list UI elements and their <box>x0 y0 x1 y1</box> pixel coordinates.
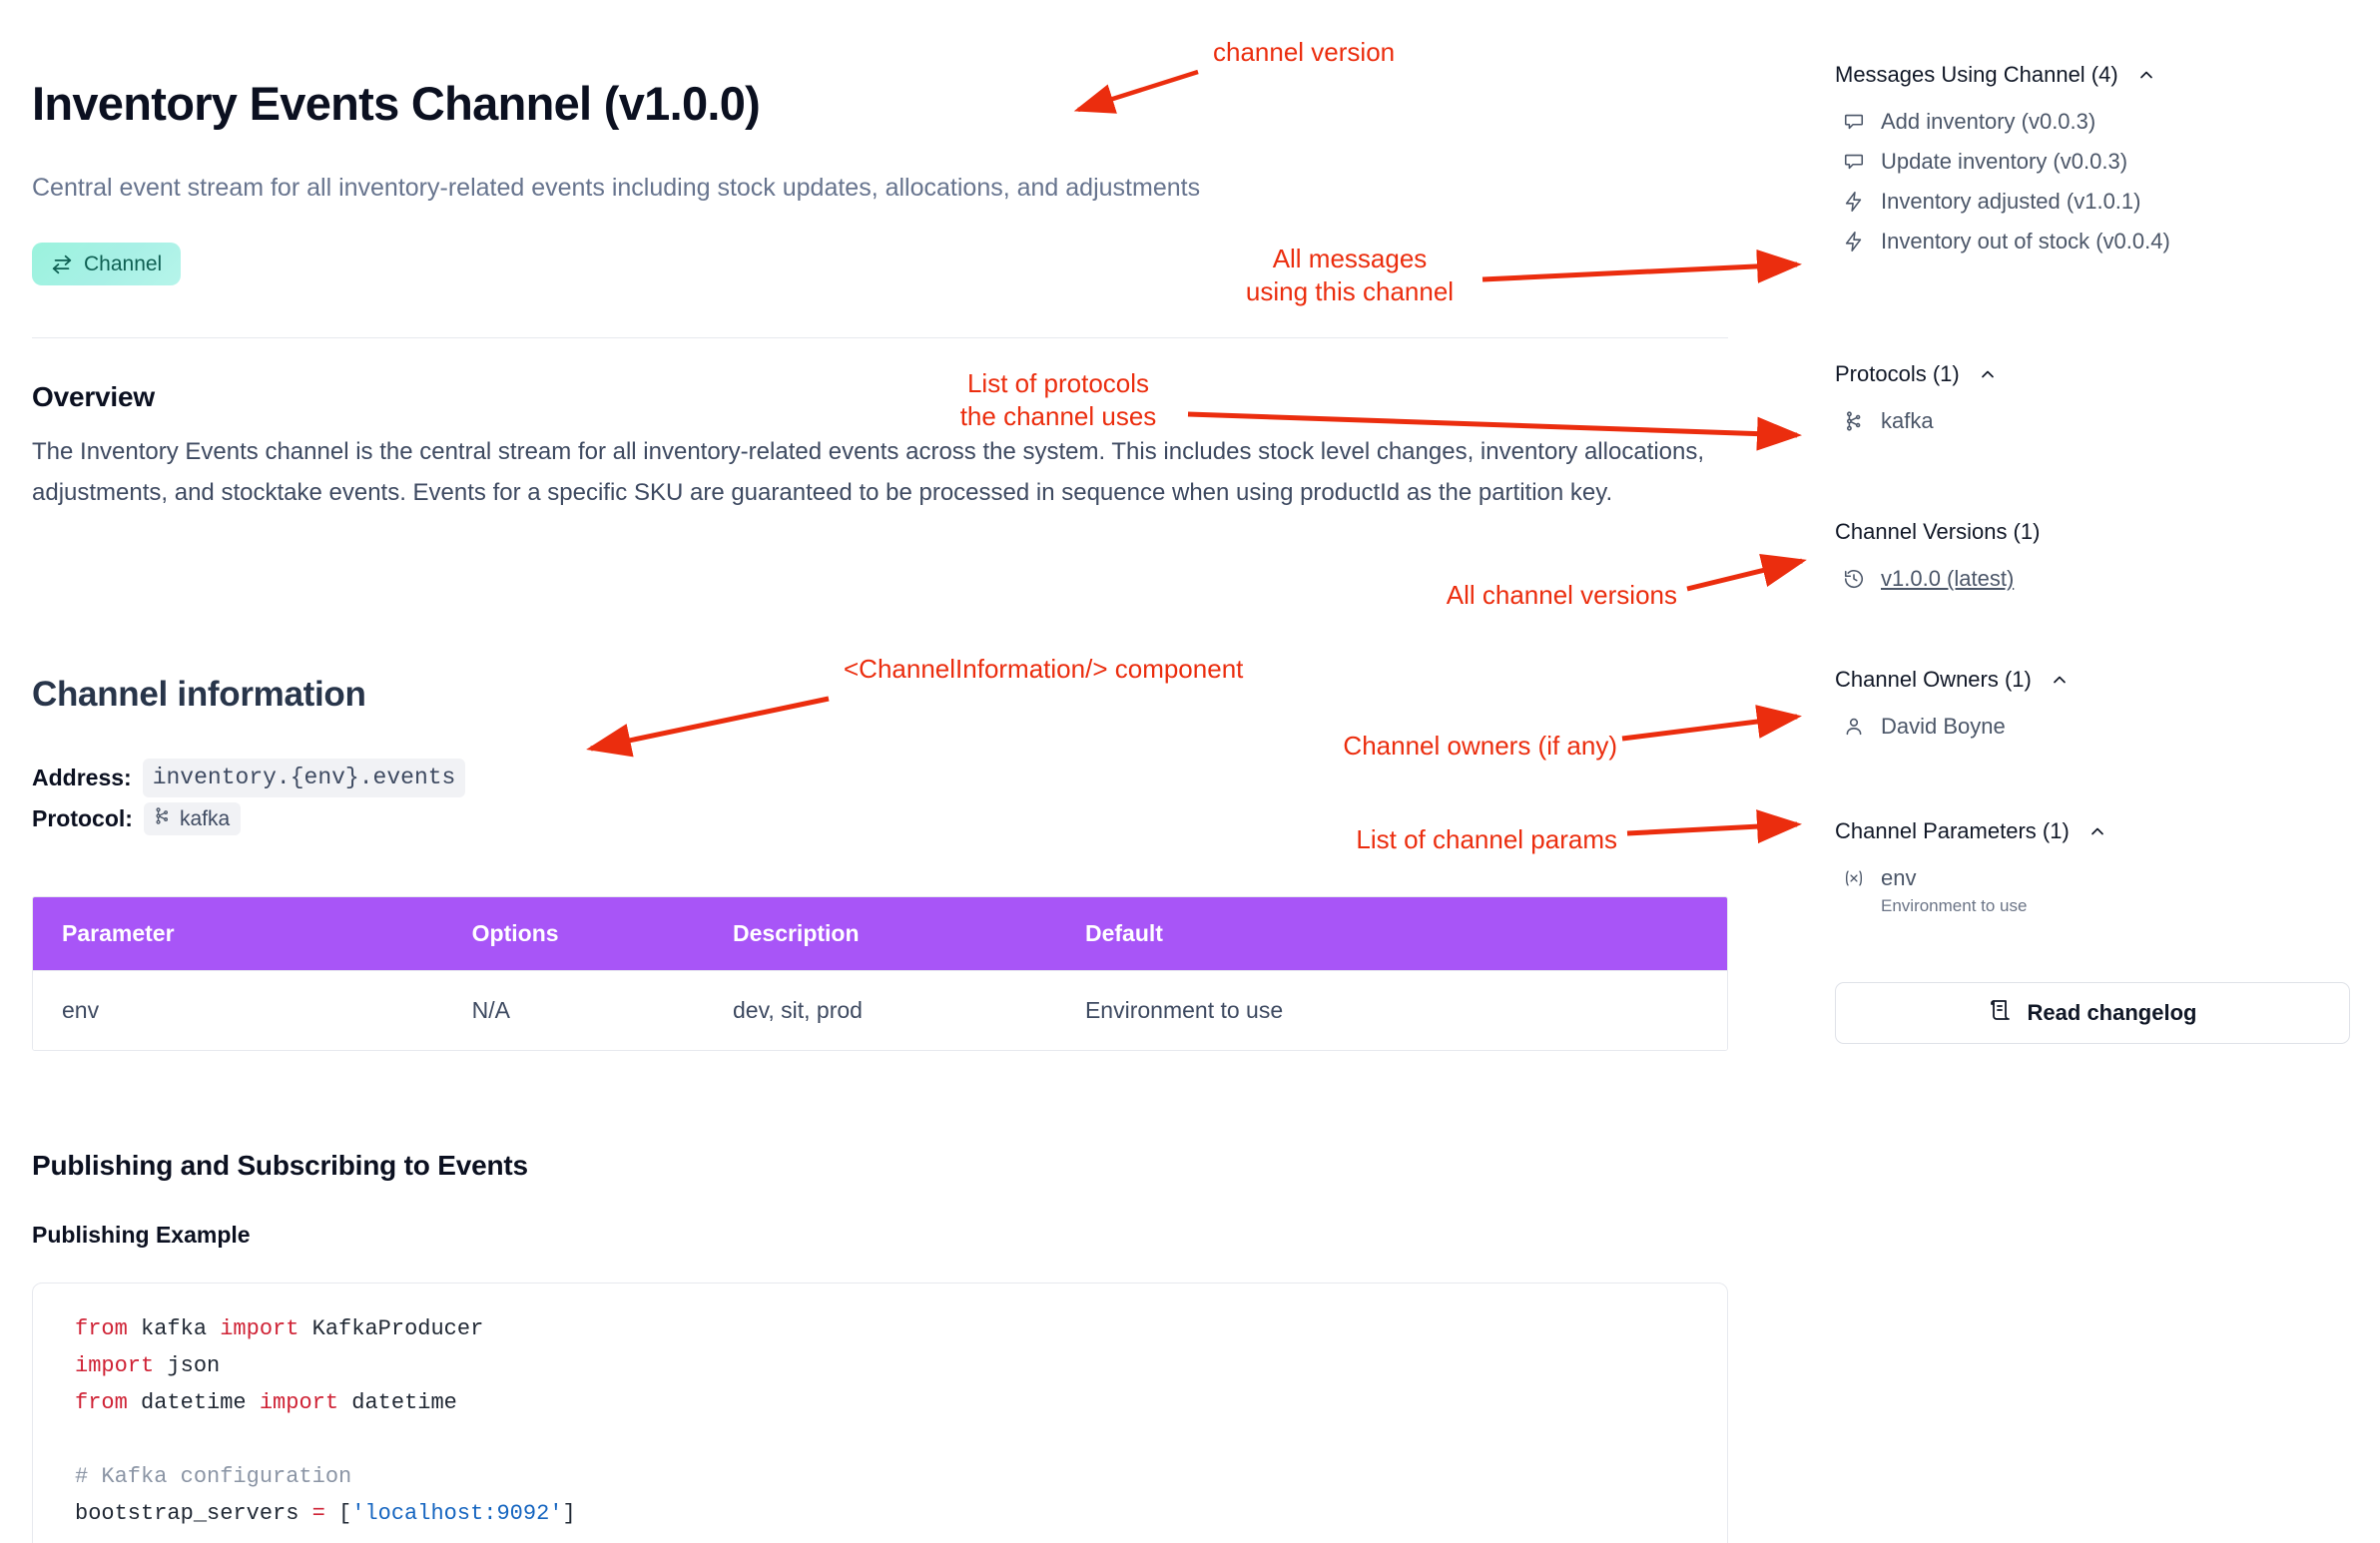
sidebar-section-protocols: Protocols (1) kafka <box>1835 361 2350 441</box>
annotation-channel-information-component: <ChannelInformation/> component <box>844 654 1244 684</box>
versions-section-header[interactable]: Channel Versions (1) <box>1835 519 2350 545</box>
message-item-label: Inventory adjusted (v1.0.1) <box>1881 189 2141 214</box>
annotation-channel-version: channel version <box>1213 37 1396 67</box>
version-item-v100[interactable]: v1.0.0 (latest) <box>1835 559 2350 599</box>
kafka-nodes-icon <box>153 806 172 831</box>
cell-options: N/A <box>442 970 704 1050</box>
chevron-up-icon[interactable] <box>2050 670 2070 690</box>
protocols-section-title: Protocols (1) <box>1835 361 1960 386</box>
exchange-arrows-icon <box>51 254 73 275</box>
overview-heading: Overview <box>32 381 155 412</box>
sidebar-section-messages: Messages Using Channel (4) Add inventory… <box>1835 62 2350 261</box>
channel-protocol-chip: kafka <box>143 802 242 835</box>
channel-type-badge: Channel <box>32 243 182 285</box>
publishing-subheading: Publishing Example <box>32 1222 251 1248</box>
annotation-all-messages: All messages using this channel <box>1245 244 1455 307</box>
channel-parameters-table: Parameter Options Description Default en… <box>32 896 1728 1051</box>
message-item-inventory-out-of-stock[interactable]: Inventory out of stock (v0.0.4) <box>1835 222 2350 261</box>
channel-information-heading: Channel information <box>32 675 366 714</box>
table-header-options: Options <box>442 897 704 971</box>
owners-section-title: Channel Owners (1) <box>1835 667 2032 692</box>
variable-x-icon <box>1841 867 1867 889</box>
cell-description: dev, sit, prod <box>704 970 1056 1050</box>
messages-section-title: Messages Using Channel (4) <box>1835 62 2118 87</box>
main-content: Inventory Events Channel (v1.0.0) Centra… <box>32 0 1761 1543</box>
parameters-section-title: Channel Parameters (1) <box>1835 818 2070 843</box>
chevron-up-icon[interactable] <box>1978 364 1998 384</box>
table-header-parameter: Parameter <box>33 897 443 971</box>
code-content: from kafka import KafkaProducer import j… <box>75 1316 576 1526</box>
table-header-default: Default <box>1055 897 1727 971</box>
user-icon <box>1841 716 1867 738</box>
message-bubble-icon <box>1841 151 1867 173</box>
header-divider <box>32 337 1728 338</box>
annotation-list-of-protocols: List of protocols the channel uses <box>959 368 1157 432</box>
parameters-section-header[interactable]: Channel Parameters (1) <box>1835 818 2350 844</box>
sidebar-section-parameters: Channel Parameters (1) env Environment t… <box>1835 818 2350 916</box>
overview-body: The Inventory Events channel is the cent… <box>32 438 1705 507</box>
lightning-bolt-icon <box>1841 191 1867 213</box>
right-sidebar: Messages Using Channel (4) Add inventory… <box>1835 0 2350 1543</box>
channel-address-label: Address: <box>32 764 132 790</box>
kafka-nodes-icon <box>1841 410 1867 432</box>
read-changelog-button[interactable]: Read changelog <box>1835 982 2350 1044</box>
message-item-label: Update inventory (v0.0.3) <box>1881 149 2128 174</box>
parameter-item-env[interactable]: env <box>1835 858 2350 898</box>
channel-address-row: Address: inventory.{env}.events <box>32 759 466 797</box>
chevron-up-icon[interactable] <box>2136 65 2156 85</box>
message-item-update-inventory[interactable]: Update inventory (v0.0.3) <box>1835 142 2350 182</box>
message-item-inventory-adjusted[interactable]: Inventory adjusted (v1.0.1) <box>1835 182 2350 222</box>
page-title: Inventory Events Channel (v1.0.0) <box>32 77 761 130</box>
message-item-add-inventory[interactable]: Add inventory (v0.0.3) <box>1835 102 2350 142</box>
history-clock-icon <box>1841 568 1867 590</box>
chevron-up-icon[interactable] <box>2087 821 2107 841</box>
sidebar-section-owners: Channel Owners (1) David Boyne <box>1835 667 2350 747</box>
owner-item-david-boyne[interactable]: David Boyne <box>1835 707 2350 747</box>
owners-section-header[interactable]: Channel Owners (1) <box>1835 667 2350 693</box>
annotation-list-of-channel-params: List of channel params <box>1356 824 1617 854</box>
annotation-all-channel-versions: All channel versions <box>1446 580 1677 610</box>
message-item-label: Inventory out of stock (v0.0.4) <box>1881 229 2170 254</box>
channel-protocol-row: Protocol: kafka <box>32 802 242 835</box>
lightning-bolt-icon <box>1841 231 1867 253</box>
table-header-description: Description <box>704 897 1056 971</box>
cell-parameter: env <box>33 970 443 1050</box>
annotation-channel-owners: Channel owners (if any) <box>1343 731 1617 761</box>
channel-protocol-value: kafka <box>179 806 231 830</box>
channel-type-badge-label: Channel <box>84 252 163 275</box>
channel-address-value: inventory.{env}.events <box>142 759 466 797</box>
parameter-item-description: Environment to use <box>1881 896 2028 915</box>
protocols-section-header[interactable]: Protocols (1) <box>1835 361 2350 387</box>
scroll-document-icon <box>1989 998 2013 1028</box>
message-item-label: Add inventory (v0.0.3) <box>1881 109 2096 134</box>
versions-section-title: Channel Versions (1) <box>1835 519 2041 544</box>
page-subtitle: Central event stream for all inventory-r… <box>32 174 1201 202</box>
read-changelog-label: Read changelog <box>2027 1000 2197 1025</box>
message-bubble-icon <box>1841 111 1867 133</box>
cell-default: Environment to use <box>1055 970 1727 1050</box>
publishing-heading: Publishing and Subscribing to Events <box>32 1150 528 1181</box>
table-row: env N/A dev, sit, prod Environment to us… <box>33 970 1727 1050</box>
version-item-label[interactable]: v1.0.0 (latest) <box>1881 566 2015 591</box>
sidebar-section-versions: Channel Versions (1) v1.0.0 (latest) <box>1835 519 2350 599</box>
channel-protocol-label: Protocol: <box>32 805 133 831</box>
protocol-item-label: kafka <box>1881 408 1934 433</box>
publishing-code-block[interactable]: from kafka import KafkaProducer import j… <box>32 1283 1728 1543</box>
table-header-row: Parameter Options Description Default <box>33 897 1727 971</box>
parameter-item-label: env <box>1881 865 1917 890</box>
messages-section-header[interactable]: Messages Using Channel (4) <box>1835 62 2350 88</box>
protocol-item-kafka[interactable]: kafka <box>1835 401 2350 441</box>
owner-item-label: David Boyne <box>1881 714 2006 739</box>
